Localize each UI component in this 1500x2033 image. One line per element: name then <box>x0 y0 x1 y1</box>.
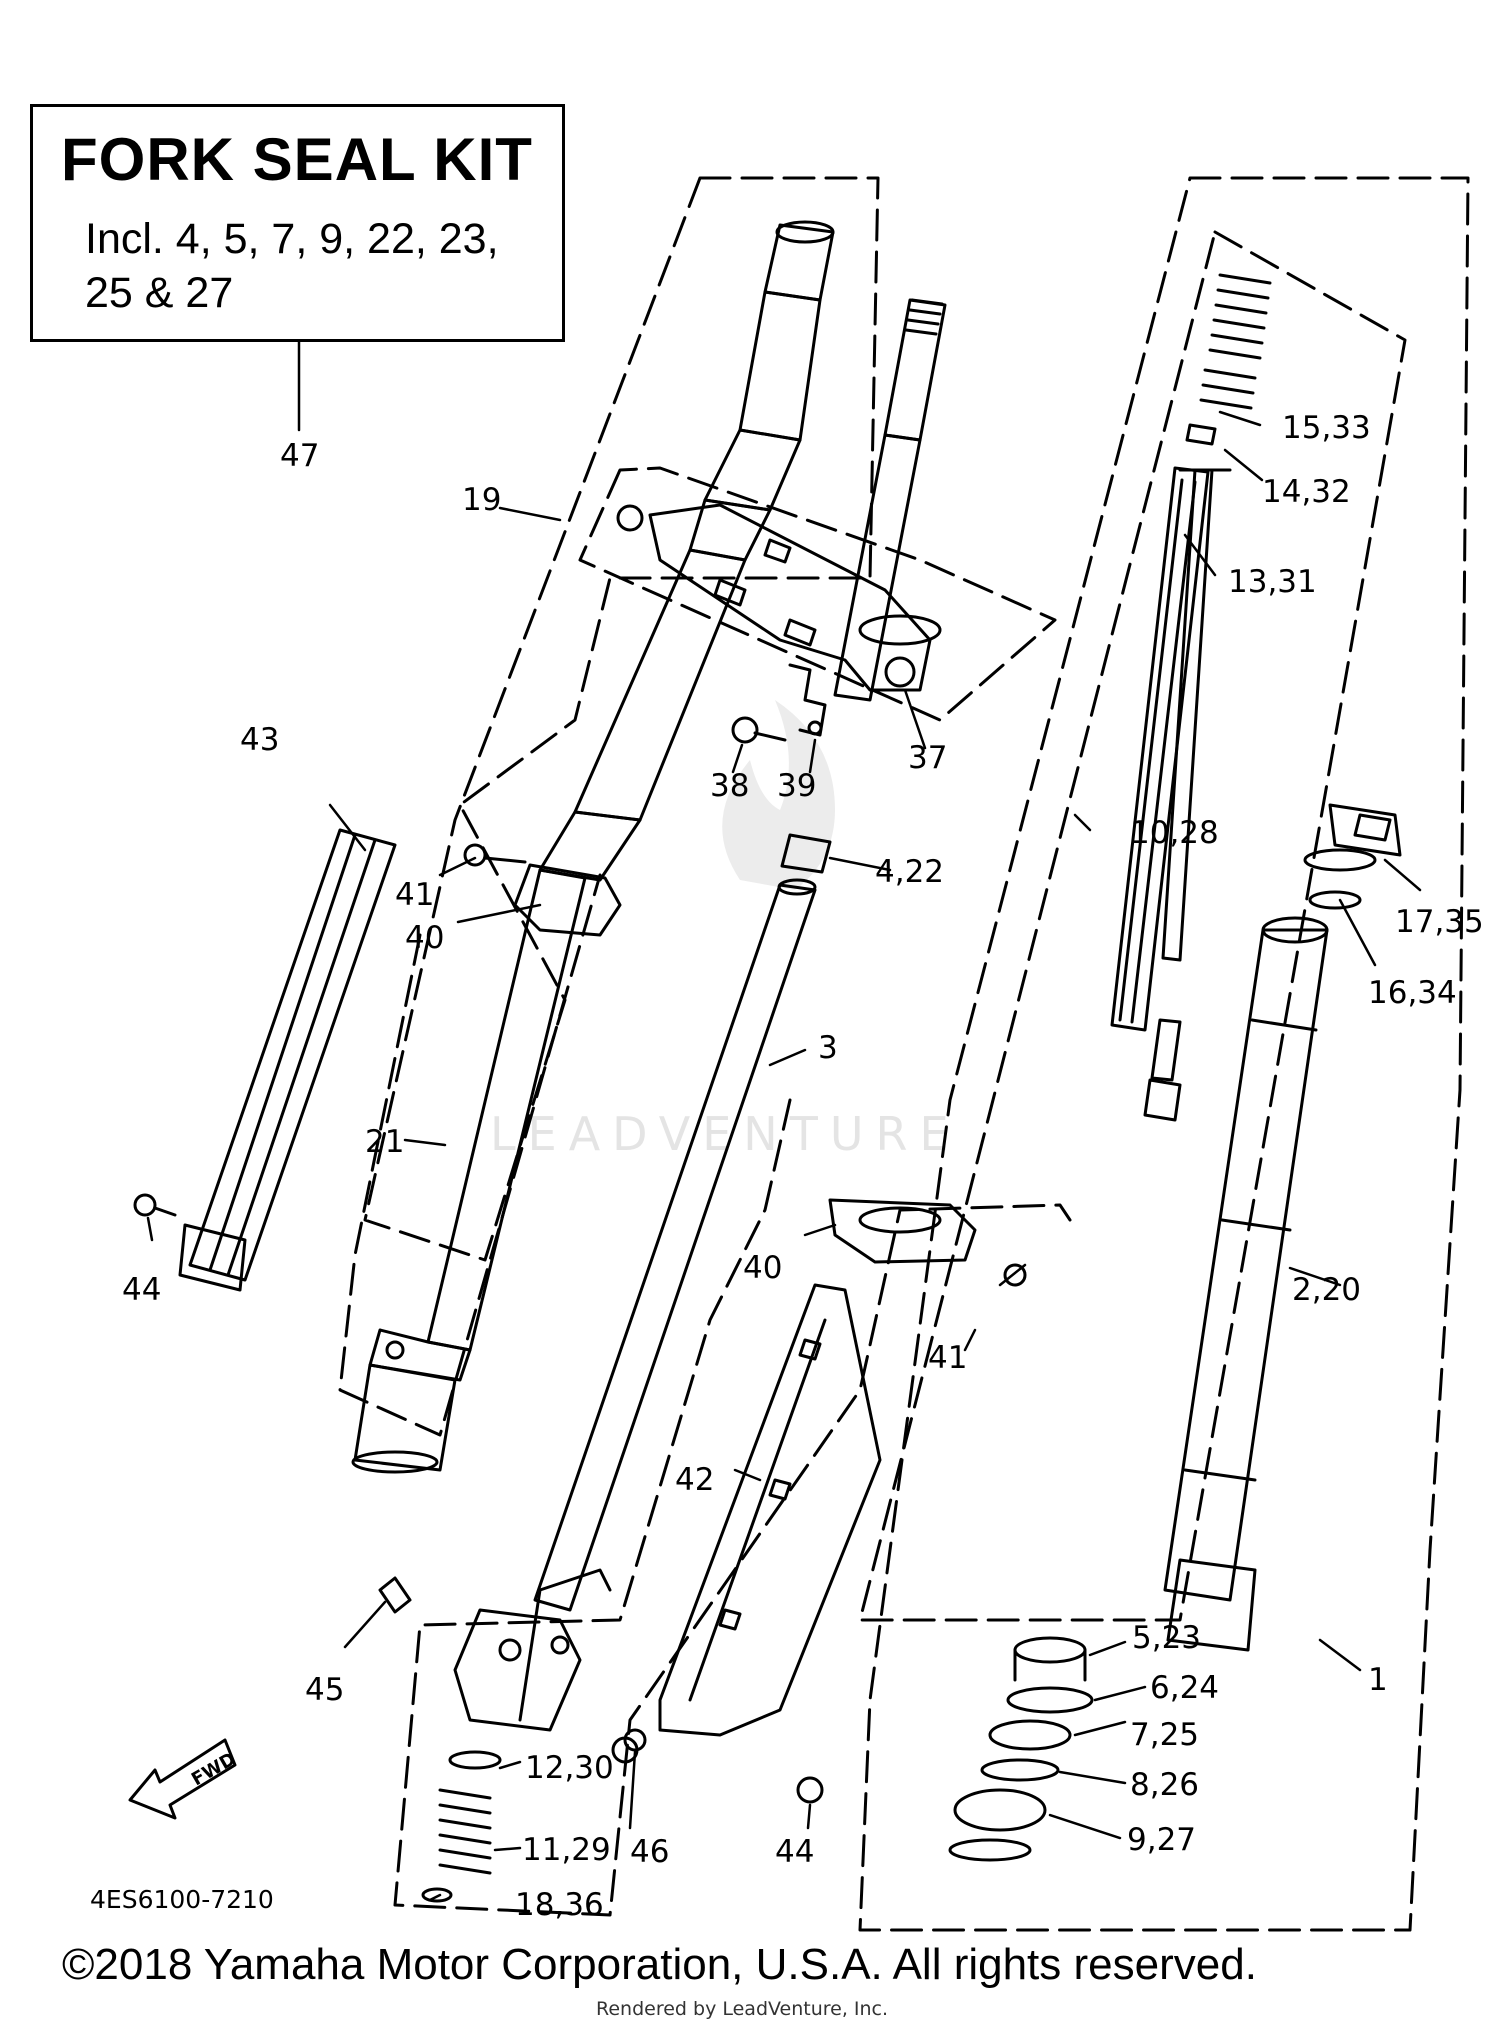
small-bracket <box>731 663 827 744</box>
label-10-28: 10,28 <box>1130 815 1219 851</box>
outer-tube-2-20 <box>1163 916 1329 1652</box>
center-group-outline <box>858 230 1407 1622</box>
callout-title: FORK SEAL KIT <box>61 126 533 193</box>
label-40-lower: 40 <box>743 1250 782 1286</box>
label-19: 19 <box>462 482 501 518</box>
part-labels: 47 19 43 41 40 21 44 38 39 37 4,22 3 15,… <box>90 410 1484 1923</box>
label-3: 3 <box>818 1030 838 1066</box>
label-11-29: 11,29 <box>522 1832 611 1868</box>
spring-15-33 <box>1185 273 1272 446</box>
bolts <box>623 1728 824 1804</box>
inner-tube-3 <box>533 833 832 1612</box>
label-37: 37 <box>908 740 947 776</box>
label-13-31: 13,31 <box>1228 564 1317 600</box>
label-17-35: 17,35 <box>1395 904 1484 940</box>
label-8-26: 8,26 <box>1130 1767 1199 1803</box>
label-6-24: 6,24 <box>1150 1670 1219 1706</box>
label-4-22: 4,22 <box>875 854 944 890</box>
label-41-lower: 41 <box>928 1340 967 1376</box>
guard-group-outline <box>393 1098 1072 1917</box>
label-7-25: 7,25 <box>1130 1717 1199 1753</box>
label-44-lower: 44 <box>775 1834 814 1870</box>
watermark-text: LEADVENTURE <box>490 1107 961 1161</box>
label-47: 47 <box>280 438 319 474</box>
fwd-arrow-icon <box>128 1738 237 1820</box>
label-46: 46 <box>630 1834 669 1870</box>
left-inner-tube <box>351 868 587 1474</box>
label-14-32: 14,32 <box>1262 474 1351 510</box>
leader-lines <box>146 340 1422 1902</box>
fork-guard-42 <box>611 1283 882 1764</box>
label-2-20: 2,20 <box>1292 1272 1361 1308</box>
copyright-notice: ©2018 Yamaha Motor Corporation, U.S.A. A… <box>62 1940 1257 1989</box>
right-axle-bracket <box>378 1568 612 1732</box>
label-12-30: 12,30 <box>525 1750 614 1786</box>
label-42: 42 <box>675 1462 714 1498</box>
callout-line-2: 25 & 27 <box>85 269 234 317</box>
label-5-23: 5,23 <box>1132 1620 1201 1656</box>
damper-rod <box>1143 468 1232 1122</box>
label-41: 41 <box>395 877 434 913</box>
label-40: 40 <box>405 920 444 956</box>
right-group-outline <box>858 176 1470 1932</box>
left-outer-tube <box>538 220 835 882</box>
bracket-group-outline <box>578 466 1057 722</box>
label-44: 44 <box>122 1272 161 1308</box>
label-21: 21 <box>365 1124 404 1160</box>
label-43: 43 <box>240 722 279 758</box>
spring-11-29 <box>421 1750 502 1903</box>
label-18-36: 18,36 <box>515 1887 604 1923</box>
label-39: 39 <box>777 768 816 804</box>
label-38: 38 <box>710 768 749 804</box>
lower-clamp-right <box>828 1198 1027 1287</box>
watermark: LEADVENTURE <box>490 700 961 1161</box>
diagram-code: 4ES6100-7210 <box>90 1885 274 1914</box>
seal-stack <box>948 1636 1094 1862</box>
fwd-label: FWD <box>188 1749 239 1791</box>
label-15-33: 15,33 <box>1282 410 1371 446</box>
cap-bolt <box>1303 803 1402 910</box>
label-9-27: 9,27 <box>1127 1822 1196 1858</box>
fork-guard-43 <box>133 828 397 1292</box>
steering-stem <box>833 298 947 702</box>
rendered-by-note: Rendered by LeadVenture, Inc. <box>596 1998 889 2020</box>
label-45: 45 <box>305 1672 344 1708</box>
label-1: 1 <box>1368 1662 1388 1698</box>
label-16-34: 16,34 <box>1368 975 1457 1011</box>
cartridge-13-31 <box>1110 466 1210 1032</box>
callout-line-1: Incl. 4, 5, 7, 9, 22, 23, <box>85 215 499 263</box>
left-group-outline <box>363 176 880 1262</box>
lower-clamp-left <box>463 843 622 937</box>
triple-clamp <box>616 503 942 692</box>
fork-seal-kit-callout: FORK SEAL KIT Incl. 4, 5, 7, 9, 22, 23, … <box>30 104 565 342</box>
